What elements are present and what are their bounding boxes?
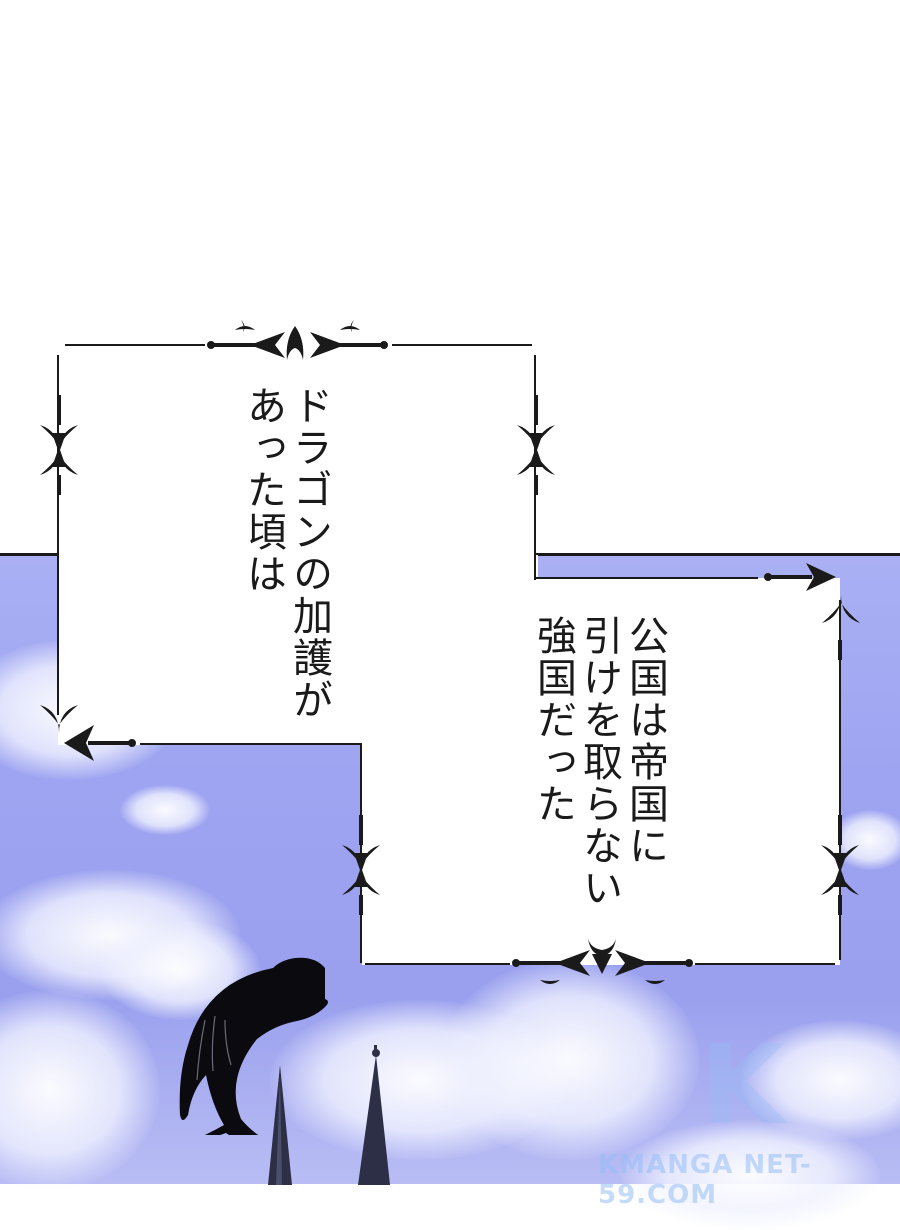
narration-box-1-fill-lower bbox=[58, 555, 362, 745]
watermark-logo: K bbox=[700, 1021, 786, 1149]
narration-line: 強国だった bbox=[530, 615, 576, 825]
narration-text-2: 公国は帝国に 引けを取らない 強国だった bbox=[530, 615, 668, 945]
lily-ornament-icon bbox=[838, 640, 842, 660]
cloud bbox=[440, 960, 700, 1160]
narration-line: ドラゴンの加護が bbox=[286, 385, 332, 721]
lily-ornament-icon bbox=[821, 815, 859, 915]
narration-line: 引けを取らない bbox=[576, 615, 622, 909]
cloud bbox=[120, 785, 210, 835]
horned-flourish-icon bbox=[512, 938, 693, 984]
watermark-text: KMANGA NET-59.COM bbox=[598, 1150, 812, 1210]
box2-bottom-border bbox=[365, 963, 510, 965]
box1-right-border bbox=[534, 355, 536, 580]
lily-ornament-icon bbox=[517, 395, 555, 495]
narration-line: 公国は帝国に bbox=[622, 615, 668, 867]
crown-flourish-icon bbox=[207, 320, 388, 360]
box1-top-border bbox=[65, 344, 205, 346]
box2-bottom-border bbox=[695, 963, 835, 965]
box2-right-border bbox=[839, 600, 841, 960]
narration-text-1: ドラゴンの加護が あった頃は bbox=[240, 385, 332, 745]
box1-bottom-border bbox=[140, 743, 362, 745]
corner-ornament-icon bbox=[764, 563, 860, 623]
narration-box-2-fill-left bbox=[362, 745, 542, 965]
narration-box-2-fill-top bbox=[360, 555, 538, 747]
corner-ornament-icon bbox=[40, 705, 136, 761]
dragon-silhouette-illustration bbox=[179, 957, 328, 1135]
lily-ornament-icon bbox=[40, 395, 78, 495]
church-spire-illustration bbox=[268, 1045, 390, 1185]
box1-left-border bbox=[57, 355, 59, 715]
narration-box-1-fill bbox=[58, 346, 536, 556]
lily-ornament-icon bbox=[342, 815, 380, 915]
box2-top-border bbox=[536, 577, 758, 579]
box1-top-border bbox=[392, 344, 532, 346]
narration-line: あった頃は bbox=[240, 385, 286, 595]
narration-box-2-fill bbox=[536, 578, 840, 965]
